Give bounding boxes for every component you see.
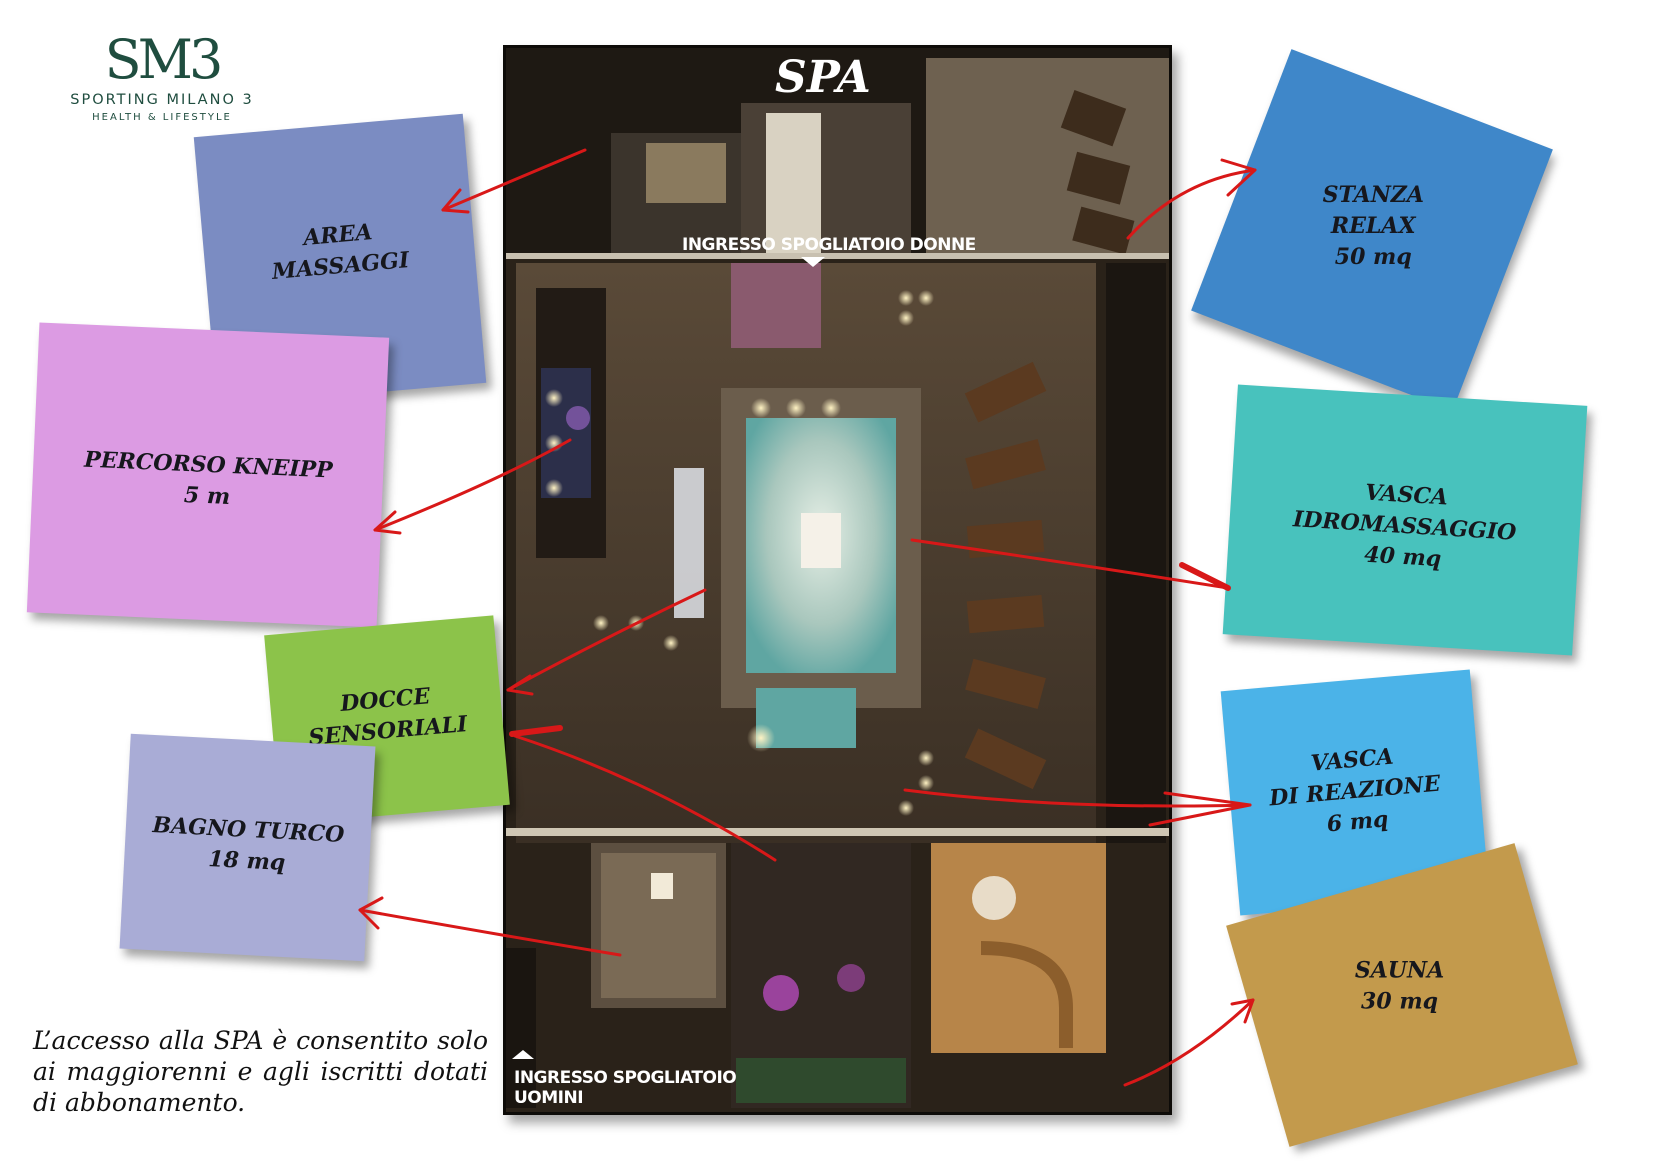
card-sauna-label: SAUNA 30 mq (1250, 955, 1550, 1017)
card-stanza-relax: STANZA RELAX 50 mq (1191, 49, 1553, 411)
label-line: 50 mq (1334, 244, 1412, 271)
women-entrance-corridor (731, 263, 821, 348)
label-line: SAUNA (1354, 957, 1445, 984)
label-line: RELAX (1330, 213, 1416, 240)
relax-room-render (926, 58, 1169, 258)
men-entrance-label: INGRESSO SPOGLIATOIO UOMINI (514, 1068, 737, 1108)
label-line: 30 mq (1361, 988, 1438, 1015)
sensory-showers-render (674, 468, 704, 618)
card-area-massaggi-label: AREA MASSAGGI (202, 208, 476, 293)
logo: SM3 SPORTING MILANO 3 HEALTH & LIFESTYLE (52, 28, 272, 124)
men-entrance-arrow-icon (512, 1050, 534, 1059)
card-bagno-turco: BAGNO TURCO 18 mq (119, 733, 376, 962)
floor-plan-drawing (506, 48, 1169, 1108)
logo-name: SPORTING MILANO 3 (70, 92, 254, 108)
plan-title: SPA (775, 52, 871, 103)
access-note: L’accesso alla SPA è consentito solo ai … (33, 1026, 488, 1117)
spa-floor-plan (503, 45, 1172, 1115)
women-entrance-label: INGRESSO SPOGLIATOIO DONNE (682, 235, 976, 255)
card-stanza-relax-label: STANZA RELAX 50 mq (1233, 180, 1513, 273)
card-vasca-di-reazione-label: VASCA DI REAZIONE 6 mq (1226, 734, 1483, 848)
label-line: STANZA (1322, 182, 1424, 209)
stairs (766, 113, 821, 253)
card-bagno-turco-label: BAGNO TURCO 18 mq (124, 809, 372, 884)
logo-tagline: HEALTH & LIFESTYLE (92, 112, 232, 123)
men-entrance-label-line2: UOMINI (514, 1088, 584, 1108)
men-entrance-label-line1: INGRESSO SPOGLIATOIO (514, 1068, 737, 1088)
card-percorso-kneipp: PERCORSO KNEIPP 5 m (26, 322, 390, 628)
card-percorso-kneipp-label: PERCORSO KNEIPP 5 m (32, 442, 384, 519)
card-vasca-idromassaggio-label: VASCA IDROMASSAGGIO 40 mq (1227, 469, 1582, 583)
card-vasca-idromassaggio: VASCA IDROMASSAGGIO 40 mq (1222, 384, 1588, 656)
logo-mark: SM3 (104, 28, 224, 91)
women-entrance-arrow-icon (801, 257, 825, 267)
kneipp-path-render (541, 368, 591, 498)
